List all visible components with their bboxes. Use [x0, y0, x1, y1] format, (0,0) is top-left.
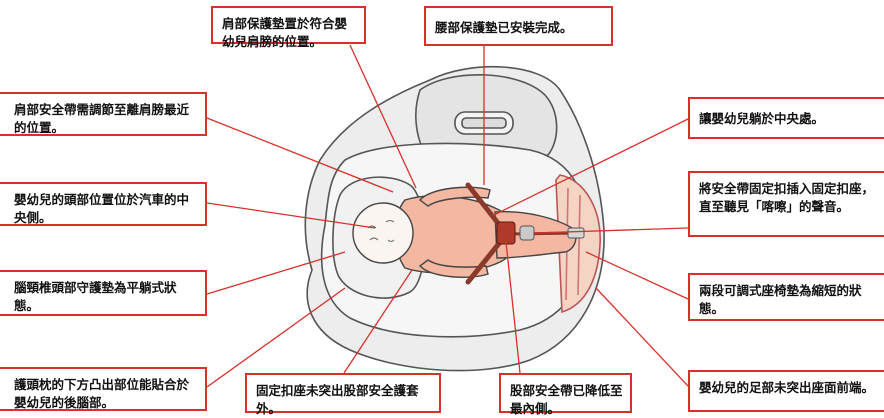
- callout-waist-pad-text: 腰部保護墊已安裝完成。: [435, 20, 573, 35]
- callout-crotch-belt-text: 股部安全帶已降低至最內側。: [510, 383, 623, 416]
- callout-feet: 嬰幼兒的足部未突出座面前端。: [688, 370, 884, 412]
- callout-headrest-text: 護頭枕的下方凸出部位能貼合於嬰幼兒的後腦部。: [14, 377, 190, 410]
- callout-shoulder-pad-text: 肩部保護墊置於符合嬰幼兒肩膀的位置。: [222, 16, 348, 49]
- callout-shoulder-belt-text: 肩部安全帶需調節至離肩膀最近的位置。: [14, 102, 190, 135]
- callout-insert-buckle: 將安全帶固定扣插入固定扣座，直至聽見「喀嚓」的聲音。: [688, 171, 884, 237]
- callout-buckle-base-text: 固定扣座未突出股部安全護套外。: [256, 383, 419, 416]
- callout-child-center: 讓嬰幼兒躺於中央處。: [688, 97, 884, 139]
- buckle: [496, 221, 585, 245]
- callout-neck-pad-text: 腦頸椎頭部守護墊為平躺式狀態。: [14, 280, 177, 313]
- callout-crotch-belt: 股部安全帶已降低至最內側。: [499, 373, 632, 416]
- callout-head-center: 嬰幼兒的頭部位置位於汽車的中央側。: [0, 182, 207, 226]
- callout-head-center-text: 嬰幼兒的頭部位置位於汽車的中央側。: [14, 192, 190, 225]
- callout-feet-text: 嬰幼兒的足部未突出座面前端。: [699, 380, 875, 395]
- callout-leg-rest: 兩段可調式座椅墊為縮短的狀態。: [688, 273, 884, 321]
- callout-waist-pad: 腰部保護墊已安裝完成。: [424, 6, 613, 46]
- callout-insert-buckle-text: 將安全帶固定扣插入固定扣座，直至聽見「喀嚓」的聲音。: [699, 181, 875, 214]
- callout-headrest: 護頭枕的下方凸出部位能貼合於嬰幼兒的後腦部。: [0, 367, 207, 411]
- leader-lines: [206, 44, 689, 388]
- callout-buckle-base: 固定扣座未突出股部安全護套外。: [245, 373, 441, 416]
- callout-shoulder-belt: 肩部安全帶需調節至離肩膀最近的位置。: [0, 92, 207, 136]
- callout-neck-pad: 腦頸椎頭部守護墊為平躺式狀態。: [0, 270, 207, 316]
- callout-child-center-text: 讓嬰幼兒躺於中央處。: [699, 111, 825, 126]
- callout-shoulder-pad: 肩部保護墊置於符合嬰幼兒肩膀的位置。: [211, 6, 366, 49]
- child-arm-bottom: [418, 259, 489, 278]
- child-head: [352, 202, 414, 264]
- callout-leg-rest-text: 兩段可調式座椅墊為縮短的狀態。: [699, 283, 862, 316]
